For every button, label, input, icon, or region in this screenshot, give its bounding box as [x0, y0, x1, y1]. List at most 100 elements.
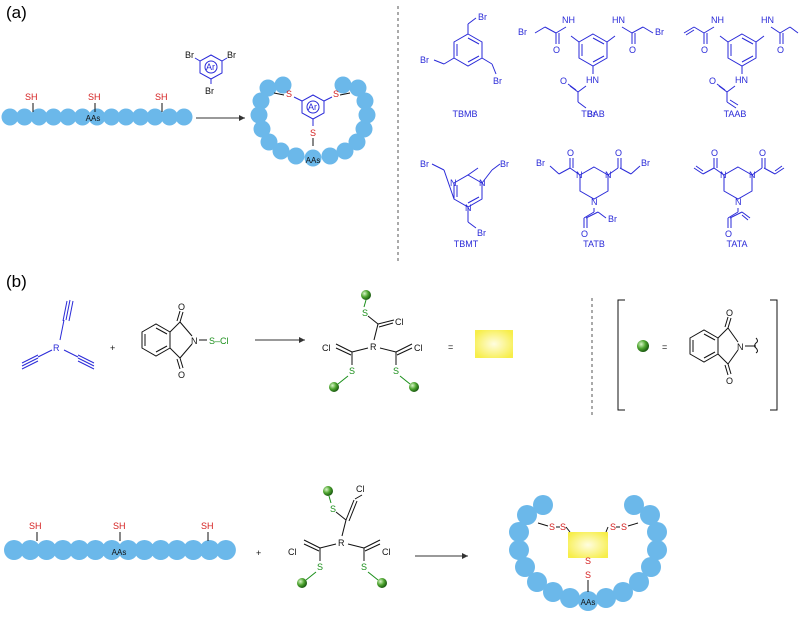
sulfur-label: S [621, 522, 627, 532]
cyclic-peptide-a [250, 76, 376, 167]
sulfur-label: S [333, 89, 339, 99]
residue-label: AAs [112, 548, 127, 557]
amino-acid-bead [52, 540, 73, 560]
thiol-label: SH [88, 92, 101, 102]
amino-acid-bead [509, 522, 529, 542]
amino-acid-bead [543, 582, 563, 602]
thiol-label: SH [155, 92, 168, 102]
amino-acid-bead [20, 540, 41, 560]
nh-label: NH [711, 15, 724, 25]
amino-acid-bead [253, 120, 271, 138]
oxygen-label: O [725, 229, 732, 239]
oxygen-label: O [581, 229, 588, 239]
core-box [568, 532, 608, 558]
equals-sign: = [662, 342, 667, 352]
arrow-head [462, 553, 468, 559]
linear-peptide-b [4, 540, 236, 560]
amino-acid-bead [85, 540, 106, 560]
linker-tbab: NH O Br HN O Br HN O Br [518, 15, 664, 119]
phthalimide-ball [297, 578, 307, 588]
bromine-label: Br [641, 158, 650, 168]
amino-acid-bead [641, 557, 661, 577]
thiol-groups-a: SH SH SH [25, 92, 168, 112]
amino-acid-bead [560, 588, 580, 608]
sulfur-label: S [585, 570, 591, 580]
amino-acid-bead [215, 540, 236, 560]
oxygen-label: O [178, 370, 185, 380]
amino-acid-bead [356, 92, 374, 110]
linker-name: TBAB [581, 109, 605, 119]
bromine-label: Br [518, 27, 527, 37]
linker-tatb: N N N O Br O Br O Br [536, 148, 650, 239]
nh-label: HN [612, 15, 625, 25]
bromine-label: Br [500, 159, 509, 169]
oxygen-label: O [567, 148, 574, 158]
phthalimide-ball [409, 382, 419, 392]
bromine-label: Br [655, 27, 664, 37]
sulfur-label: S [585, 556, 591, 566]
amino-acid-bead [117, 108, 135, 126]
amino-acid-bead [533, 495, 553, 515]
nitrogen-label: N [737, 342, 744, 352]
amino-acid-bead [134, 540, 155, 560]
chlorine-label: Cl [288, 547, 297, 557]
nitrogen-label: N [591, 197, 598, 207]
bromine-label: Br [477, 228, 486, 238]
sulfur-label: S [560, 522, 566, 532]
panel-label-b: (b) [6, 272, 27, 291]
amino-acid-bead [103, 108, 120, 126]
cyclic-peptide-b [509, 495, 667, 611]
chlorine-label: Cl [414, 343, 423, 353]
amino-acid-bead [36, 540, 57, 560]
linker-name: TATA [727, 239, 748, 249]
amino-acid-bead [578, 591, 598, 611]
linear-peptide-a [1, 108, 193, 126]
thiol-label: SH [201, 521, 214, 531]
r-label: R [370, 342, 377, 352]
nh-label: HN [761, 15, 774, 25]
oxygen-label: O [553, 45, 560, 55]
legend-bracket: = O O N [617, 299, 778, 411]
arrow-head [299, 337, 305, 343]
amino-acid-bead [45, 108, 62, 126]
phthalimide-ball [637, 340, 649, 352]
tris-vinyl-sulfide-reagent: R Cl S Cl S Cl S [322, 290, 423, 392]
oxygen-label: O [726, 376, 733, 386]
sulfur-label: S [362, 308, 368, 318]
linker-tbmt: N N N Br Br Br [420, 159, 509, 238]
thiol-label: SH [29, 521, 42, 531]
oxygen-label: O [629, 45, 636, 55]
amino-acid-bead [640, 505, 660, 525]
amino-acid-bead [260, 133, 278, 151]
bromine-label: Br [608, 214, 617, 224]
nh-label: HN [586, 75, 599, 85]
sulfur-label: S [549, 522, 555, 532]
amino-acid-bead [287, 147, 305, 165]
amino-acid-bead [349, 79, 367, 97]
amino-acid-bead [1, 108, 19, 126]
bromine-label: Br [536, 158, 545, 168]
nitrogen-label: N [191, 336, 198, 346]
bromine-label: Br [587, 109, 596, 119]
amino-acid-bead [132, 108, 149, 126]
amino-acid-bead [517, 505, 537, 525]
nitrogen-label: N [735, 197, 742, 207]
oxygen-label: O [709, 76, 716, 86]
oxygen-label: O [615, 148, 622, 158]
amino-acid-bead [336, 142, 354, 160]
amino-acid-bead [321, 147, 339, 165]
amino-acid-bead [118, 540, 139, 560]
panel-label-a: (a) [6, 3, 27, 22]
bromine-label: Br [420, 55, 429, 65]
thiol-label: SH [25, 92, 38, 102]
nh-label: NH [562, 15, 575, 25]
oxygen-label: O [759, 148, 766, 158]
phthalimide-sulfenyl-chloride: O O N S–Cl [141, 302, 229, 380]
amino-acid-bead [101, 540, 122, 560]
chlorine-label: Cl [356, 484, 365, 494]
amino-acid-bead [69, 540, 90, 560]
chlorine-label: Cl [382, 547, 391, 557]
amino-acid-bead [304, 149, 322, 167]
nh-label: HN [735, 75, 748, 85]
